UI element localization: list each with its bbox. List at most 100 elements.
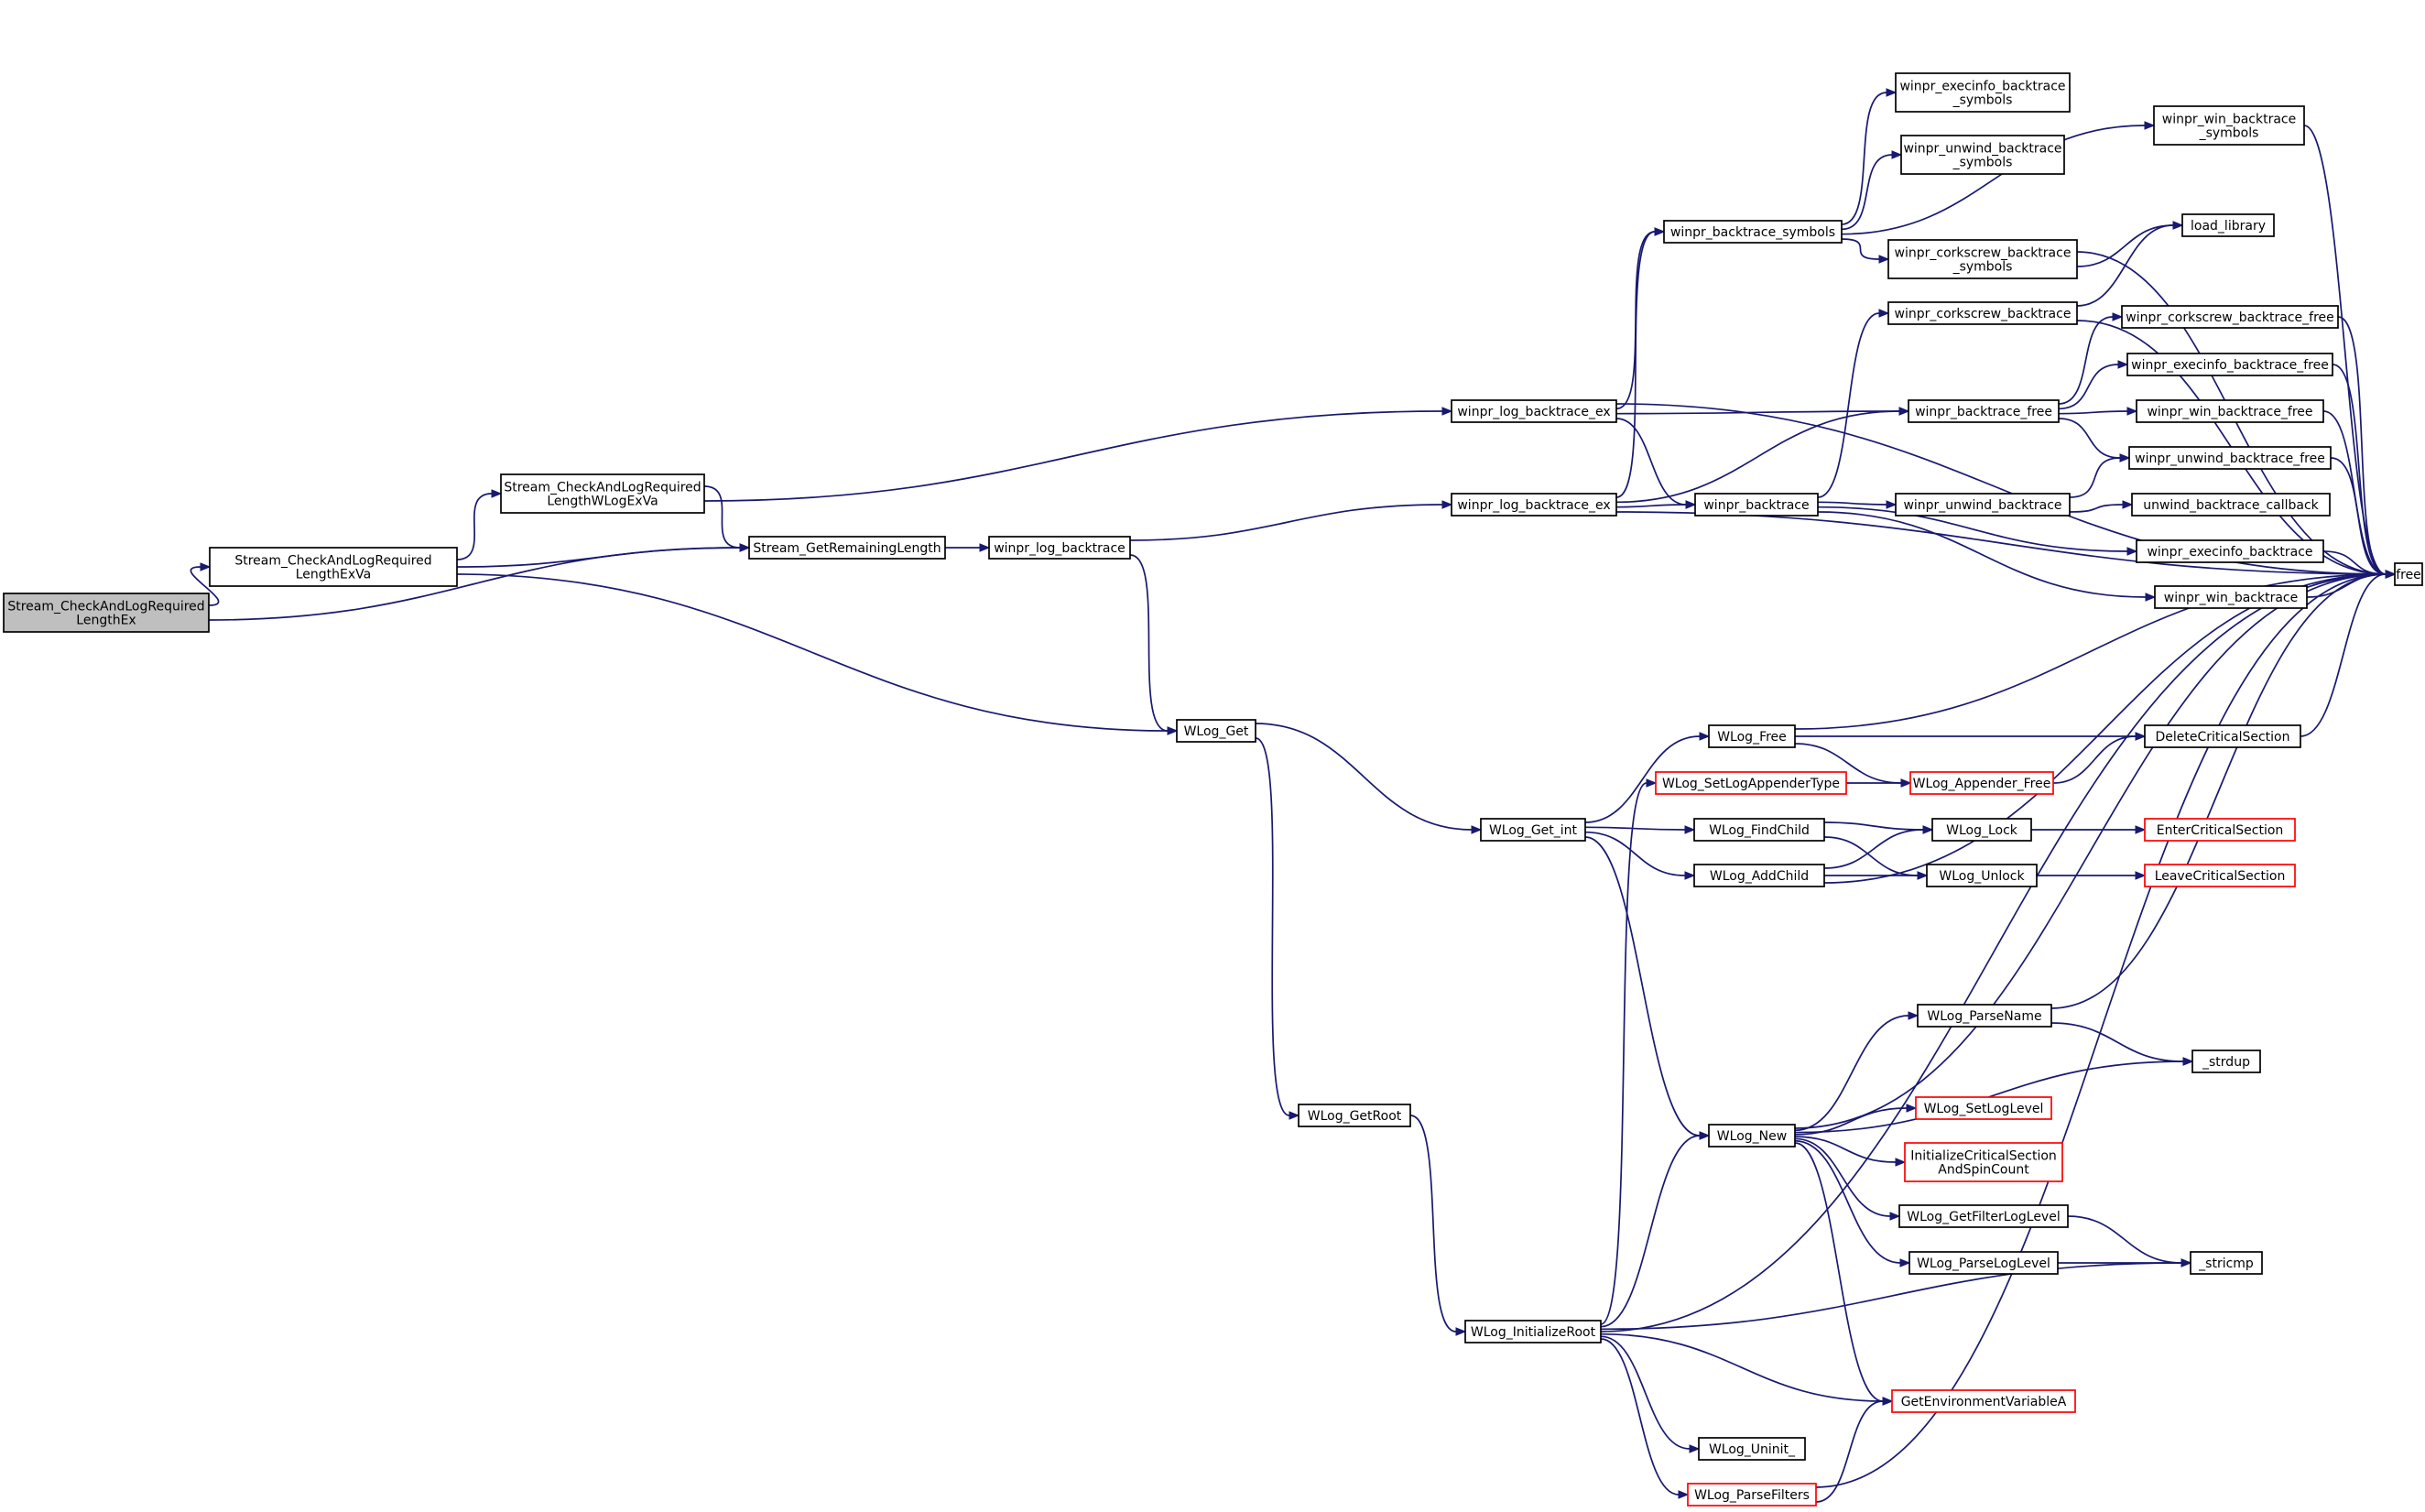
- node-corkfree[interactable]: winpr_corkscrew_backtrace_free: [2121, 305, 2339, 329]
- node-cork[interactable]: winpr_corkscrew_backtrace: [1887, 301, 2078, 325]
- node-winfree[interactable]: winpr_win_backtrace_free: [2136, 399, 2324, 423]
- node-winsym[interactable]: winpr_win_backtrace_symbols: [2153, 105, 2305, 146]
- node-label: winpr_backtrace_symbols: [1670, 225, 1835, 240]
- node-parsename[interactable]: WLog_ParseName: [1917, 1004, 2052, 1028]
- edge-logbtex1-to-btsym: [1615, 227, 1666, 410]
- node-box: [2144, 724, 2301, 748]
- node-setapp[interactable]: WLog_SetLogAppenderType: [1655, 771, 1847, 795]
- node-parsefilters[interactable]: WLog_ParseFilters: [1687, 1483, 1817, 1507]
- node-loadlib[interactable]: load_library: [2181, 213, 2275, 237]
- node-setlevel[interactable]: WLog_SetLogLevel: [1915, 1096, 2052, 1120]
- node-unwcb[interactable]: unwind_backtrace_callback: [2131, 493, 2331, 517]
- edge-lock-to-entercs: [2031, 825, 2147, 834]
- edge-exva-to-getrem: [456, 543, 751, 568]
- node-execbt[interactable]: winpr_execinfo_backtrace: [2136, 539, 2324, 563]
- node-getenv[interactable]: GetEnvironmentVariableA: [1891, 1389, 2076, 1413]
- node-label: AndSpinCount: [1938, 1163, 2029, 1178]
- node-box: [3, 593, 210, 633]
- node-execfree[interactable]: winpr_execinfo_backtrace_free: [2126, 353, 2333, 376]
- node-label: WLog_Free: [1717, 730, 1787, 745]
- edge-addchild-to-free: [1823, 570, 2397, 884]
- node-box: [2121, 305, 2339, 329]
- node-wnew[interactable]: WLog_New: [1708, 1124, 1796, 1148]
- node-logbtex1[interactable]: winpr_log_backtrace_ex: [1451, 399, 1617, 423]
- node-leavecs[interactable]: LeaveCriticalSection: [2144, 864, 2296, 887]
- node-entercs[interactable]: EnterCriticalSection: [2144, 818, 2296, 842]
- edge-unwbt-to-unwcb: [2069, 500, 2134, 513]
- edge-cork-to-loadlib: [2076, 221, 2184, 307]
- node-box: [1915, 1096, 2052, 1120]
- node-box: [1708, 724, 1796, 748]
- node-initroot[interactable]: WLog_InitializeRoot: [1464, 1320, 1602, 1343]
- edge-initroot-to-stricmp: [1600, 1258, 2192, 1331]
- node-label: winpr_corkscrew_backtrace_free: [2126, 310, 2334, 325]
- node-wlogget[interactable]: WLog_Get: [1176, 719, 1256, 743]
- edge-appfree-to-delcs: [2052, 732, 2147, 784]
- node-box: [2126, 353, 2333, 376]
- node-label: GetEnvironmentVariableA: [1901, 1395, 2067, 1409]
- node-findchild[interactable]: WLog_FindChild: [1693, 818, 1825, 842]
- node-wfree[interactable]: WLog_Free: [1708, 724, 1796, 748]
- node-label: winpr_backtrace_free: [1915, 405, 2052, 419]
- edge-wnew-to-getfilter: [1794, 1137, 1901, 1221]
- node-bt[interactable]: winpr_backtrace: [1694, 493, 1819, 517]
- node-label: LengthExVa: [296, 568, 372, 582]
- node-parselevel[interactable]: WLog_ParseLogLevel: [1908, 1251, 2059, 1275]
- node-appfree[interactable]: WLog_Appender_Free: [1909, 771, 2054, 795]
- edge-corksym-to-loadlib: [2076, 221, 2184, 267]
- edge-wfree-to-delcs: [1795, 732, 2147, 741]
- node-label: Stream_CheckAndLogRequired: [234, 554, 431, 569]
- node-box: [209, 547, 458, 587]
- edge-initroot-to-setapp: [1600, 778, 1658, 1325]
- node-delcs[interactable]: DeleteCriticalSection: [2144, 724, 2301, 748]
- node-box: [1708, 1124, 1796, 1148]
- node-box: [748, 536, 946, 560]
- edge-wnew-to-free: [1794, 570, 2397, 1129]
- edge-getfilter-to-stricmp: [2067, 1215, 2192, 1267]
- node-label: winpr_log_backtrace: [994, 541, 1126, 556]
- node-free[interactable]: free: [2394, 562, 2423, 586]
- node-execsym[interactable]: winpr_execinfo_backtrace_symbols: [1895, 72, 2071, 113]
- node-corksym[interactable]: winpr_corkscrew_backtrace_symbols: [1887, 239, 2078, 279]
- node-winbt[interactable]: winpr_win_backtrace: [2154, 585, 2308, 609]
- node-logbtex2[interactable]: winpr_log_backtrace_ex: [1451, 493, 1617, 517]
- node-unwsym[interactable]: winpr_unwind_backtrace_symbols: [1900, 135, 2065, 175]
- edge-parsefilters-to-free: [1815, 570, 2397, 1488]
- edge-wlogget-to-getint: [1255, 723, 1483, 834]
- node-getfilter[interactable]: WLog_GetFilterLogLevel: [1898, 1204, 2069, 1228]
- edge-btfree-to-execfree: [2058, 360, 2129, 410]
- node-label: WLog_ParseFilters: [1694, 1488, 1810, 1503]
- node-btfree[interactable]: winpr_backtrace_free: [1908, 399, 2060, 423]
- node-lock[interactable]: WLog_Lock: [1931, 818, 2032, 842]
- node-logbt[interactable]: winpr_log_backtrace: [988, 536, 1131, 560]
- node-btsym[interactable]: winpr_backtrace_symbols: [1663, 220, 1843, 244]
- node-addchild[interactable]: WLog_AddChild: [1693, 864, 1825, 887]
- node-getint[interactable]: WLog_Get_int: [1480, 818, 1586, 842]
- node-label: winpr_execinfo_backtrace_free: [2131, 358, 2329, 373]
- node-label: WLog_ParseName: [1927, 1009, 2041, 1024]
- node-uninit[interactable]: WLog_Uninit_: [1698, 1437, 1806, 1461]
- node-stricmp[interactable]: _stricmp: [2190, 1251, 2263, 1275]
- node-label: winpr_backtrace: [1703, 498, 1809, 513]
- edge-btfree-to-winfree: [2058, 407, 2138, 416]
- node-label: _symbols: [1952, 93, 2013, 108]
- node-label: WLog_FindChild: [1709, 823, 1810, 838]
- node-label: LengthWLogExVa: [547, 495, 658, 509]
- node-box: [1464, 1320, 1602, 1343]
- node-label: WLog_ParseLogLevel: [1917, 1256, 2050, 1271]
- node-strdup[interactable]: _strdup: [2191, 1050, 2261, 1073]
- node-unlock[interactable]: WLog_Unlock: [1926, 864, 2038, 887]
- node-label: EnterCriticalSection: [2157, 823, 2284, 838]
- edge-logbtex2-to-bt: [1615, 500, 1697, 509]
- node-unwfree[interactable]: winpr_unwind_backtrace_free: [2128, 446, 2332, 470]
- node-box: [1887, 301, 2078, 325]
- edge-logbtex1-to-bt: [1615, 418, 1697, 509]
- node-label: winpr_log_backtrace_ex: [1457, 498, 1610, 513]
- node-getroot[interactable]: WLog_GetRoot: [1298, 1104, 1411, 1127]
- node-unwbt[interactable]: winpr_unwind_backtrace: [1895, 493, 2071, 517]
- node-getrem[interactable]: Stream_GetRemainingLength: [748, 536, 946, 560]
